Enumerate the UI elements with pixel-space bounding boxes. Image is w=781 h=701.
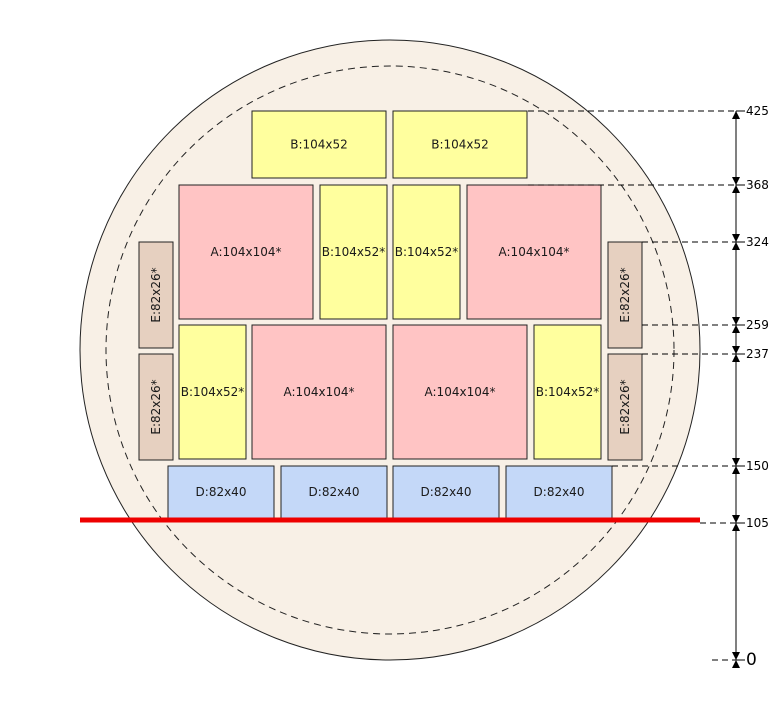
tile-e: E:82x26* — [607, 241, 643, 349]
scale-arrow-icon — [732, 458, 740, 466]
scale-label: 368 — [746, 178, 769, 192]
tile-rect — [178, 324, 247, 460]
tile-rect — [533, 324, 602, 460]
scale-arrow-icon — [732, 234, 740, 242]
tile-label: B:104x52* — [181, 385, 245, 399]
tile-a: A:104x104* — [178, 184, 314, 320]
wafer-usable-boundary — [105, 65, 675, 635]
tile-d: D:82x40 — [280, 465, 388, 519]
tile-label: D:82x40 — [309, 485, 360, 499]
tile-label: B:104x52* — [322, 245, 386, 259]
tile-e: E:82x26* — [138, 241, 174, 349]
scale-arrow-icon — [732, 515, 740, 523]
scale-arrow-icon — [732, 354, 740, 362]
scale-arrow-icon — [732, 325, 740, 333]
tile-rect — [138, 241, 174, 349]
scale-label: 150 — [746, 459, 769, 473]
scale-arrow-icon — [732, 111, 740, 119]
tile-b: B:104x52* — [392, 184, 461, 320]
tile-rect — [607, 353, 643, 461]
tile-rect — [167, 465, 275, 519]
tile-b: B:104x52* — [533, 324, 602, 460]
tile-rect — [607, 241, 643, 349]
tile-rect — [138, 353, 174, 461]
scale-arrow-icon — [732, 185, 740, 193]
scale-label: 0 — [746, 650, 757, 670]
scale-arrow-icon — [732, 317, 740, 325]
tile-rect — [251, 110, 387, 179]
tile-e: E:82x26* — [138, 353, 174, 461]
scale-arrow-icon — [732, 242, 740, 250]
tile-a: A:104x104* — [466, 184, 602, 320]
scale-arrow-icon — [732, 466, 740, 474]
tile-d: D:82x40 — [167, 465, 275, 519]
tile-rect — [392, 184, 461, 320]
tile-label: D:82x40 — [421, 485, 472, 499]
scale-arrow-icon — [732, 177, 740, 185]
tile-label: A:104x104* — [425, 385, 496, 399]
scale-label: 324 — [746, 235, 769, 249]
tile-b: B:104x52* — [319, 184, 388, 320]
tile-label: D:82x40 — [534, 485, 585, 499]
wafer-outline — [79, 39, 701, 661]
tile-label: B:104x52 — [290, 138, 348, 152]
tile-label: E:82x26* — [149, 379, 163, 434]
tile-rect — [505, 465, 613, 519]
tile-label: A:104x104* — [499, 245, 570, 259]
tile-rect — [392, 324, 528, 460]
tile-rect — [319, 184, 388, 320]
tile-rect — [392, 110, 528, 179]
tile-label: B:104x52* — [536, 385, 600, 399]
tile-label: E:82x26* — [618, 379, 632, 434]
tile-b: B:104x52 — [392, 110, 528, 179]
tile-label: A:104x104* — [211, 245, 282, 259]
scale-arrow-icon — [732, 660, 740, 668]
tile-label: D:82x40 — [196, 485, 247, 499]
tile-e: E:82x26* — [607, 353, 643, 461]
scale-label: 237 — [746, 347, 769, 361]
height-scale: 425 368 324 259 237 150 105 0 — [528, 104, 769, 670]
tile-rect — [466, 184, 602, 320]
tile-rect — [178, 184, 314, 320]
tile-a: A:104x104* — [251, 324, 387, 460]
scale-arrow-icon — [732, 652, 740, 660]
tile-label: E:82x26* — [618, 267, 632, 322]
tile-label: E:82x26* — [149, 267, 163, 322]
tile-label: A:104x104* — [284, 385, 355, 399]
tile-rect — [392, 465, 500, 519]
scale-arrow-icon — [732, 523, 740, 531]
tile-label: B:104x52 — [431, 138, 489, 152]
tile-d: D:82x40 — [505, 465, 613, 519]
tile-rect — [251, 324, 387, 460]
tile-b: B:104x52 — [251, 110, 387, 179]
tile-rect — [280, 465, 388, 519]
tile-label: B:104x52* — [395, 245, 459, 259]
tile-a: A:104x104* — [392, 324, 528, 460]
scale-label: 425 — [746, 104, 769, 118]
scale-arrow-icon — [732, 346, 740, 354]
scale-label: 259 — [746, 318, 769, 332]
tile-b: B:104x52* — [178, 324, 247, 460]
scale-label: 105 — [746, 516, 769, 530]
tile-d: D:82x40 — [392, 465, 500, 519]
